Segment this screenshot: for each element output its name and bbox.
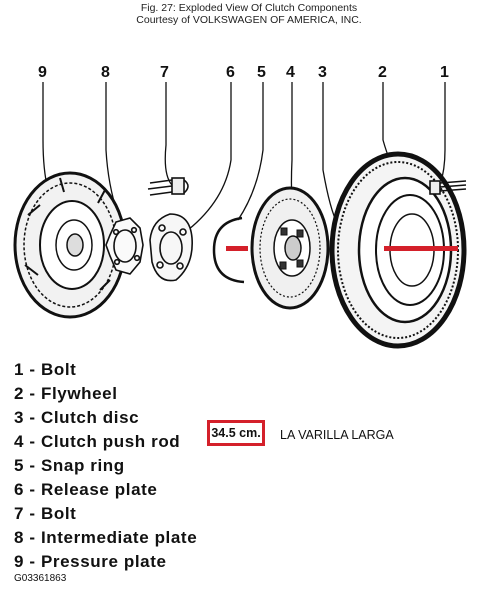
callout-7: 7 bbox=[160, 64, 169, 81]
push-rod-left-part bbox=[226, 246, 248, 251]
caption-title: Fig. 27: Exploded View Of Clutch Compone… bbox=[140, 2, 358, 14]
measurement-note: LA VARILLA LARGA bbox=[280, 428, 394, 442]
legend-item-3: 3 - Clutch disc bbox=[14, 408, 140, 427]
callout-8: 8 bbox=[101, 64, 110, 81]
legend-item-1: 1 - Bolt bbox=[14, 360, 77, 379]
legend-item-8: 8 - Intermediate plate bbox=[14, 528, 198, 547]
figure-caption: Fig. 27: Exploded View Of Clutch Compone… bbox=[0, 2, 498, 26]
callout-9: 9 bbox=[38, 64, 47, 81]
push-rod-right-part bbox=[384, 246, 458, 251]
legend-item-9: 9 - Pressure plate bbox=[14, 552, 167, 571]
release-plate-part bbox=[149, 213, 193, 282]
bolt-1-part bbox=[429, 180, 467, 195]
legend-item-7: 7 - Bolt bbox=[14, 504, 77, 523]
intermediate-plate-part bbox=[105, 217, 144, 275]
callout-5: 5 bbox=[257, 64, 266, 81]
push-rod-measurement: 34.5 cm. bbox=[207, 420, 265, 446]
callout-6: 6 bbox=[226, 64, 235, 81]
clutch-disc-part bbox=[250, 186, 330, 310]
clutch-exploded-diagram: 9 8 7 6 5 4 3 2 1 bbox=[13, 64, 467, 349]
snap-ring-part bbox=[212, 216, 245, 284]
callout-4: 4 bbox=[286, 64, 295, 81]
legend-item-5: 5 - Snap ring bbox=[14, 456, 125, 475]
legend-item-6: 6 - Release plate bbox=[14, 480, 158, 499]
caption-credit: Courtesy of VOLKSWAGEN OF AMERICA, INC. bbox=[136, 14, 362, 26]
bolt-7-part bbox=[147, 177, 189, 196]
callout-2: 2 bbox=[378, 64, 387, 81]
pressure-plate-part bbox=[13, 171, 127, 319]
callout-1: 1 bbox=[440, 64, 449, 81]
figure-code: G03361863 bbox=[14, 573, 67, 584]
callout-3: 3 bbox=[318, 64, 327, 81]
legend-item-4: 4 - Clutch push rod bbox=[14, 432, 181, 451]
legend-item-2: 2 - Flywheel bbox=[14, 384, 118, 403]
